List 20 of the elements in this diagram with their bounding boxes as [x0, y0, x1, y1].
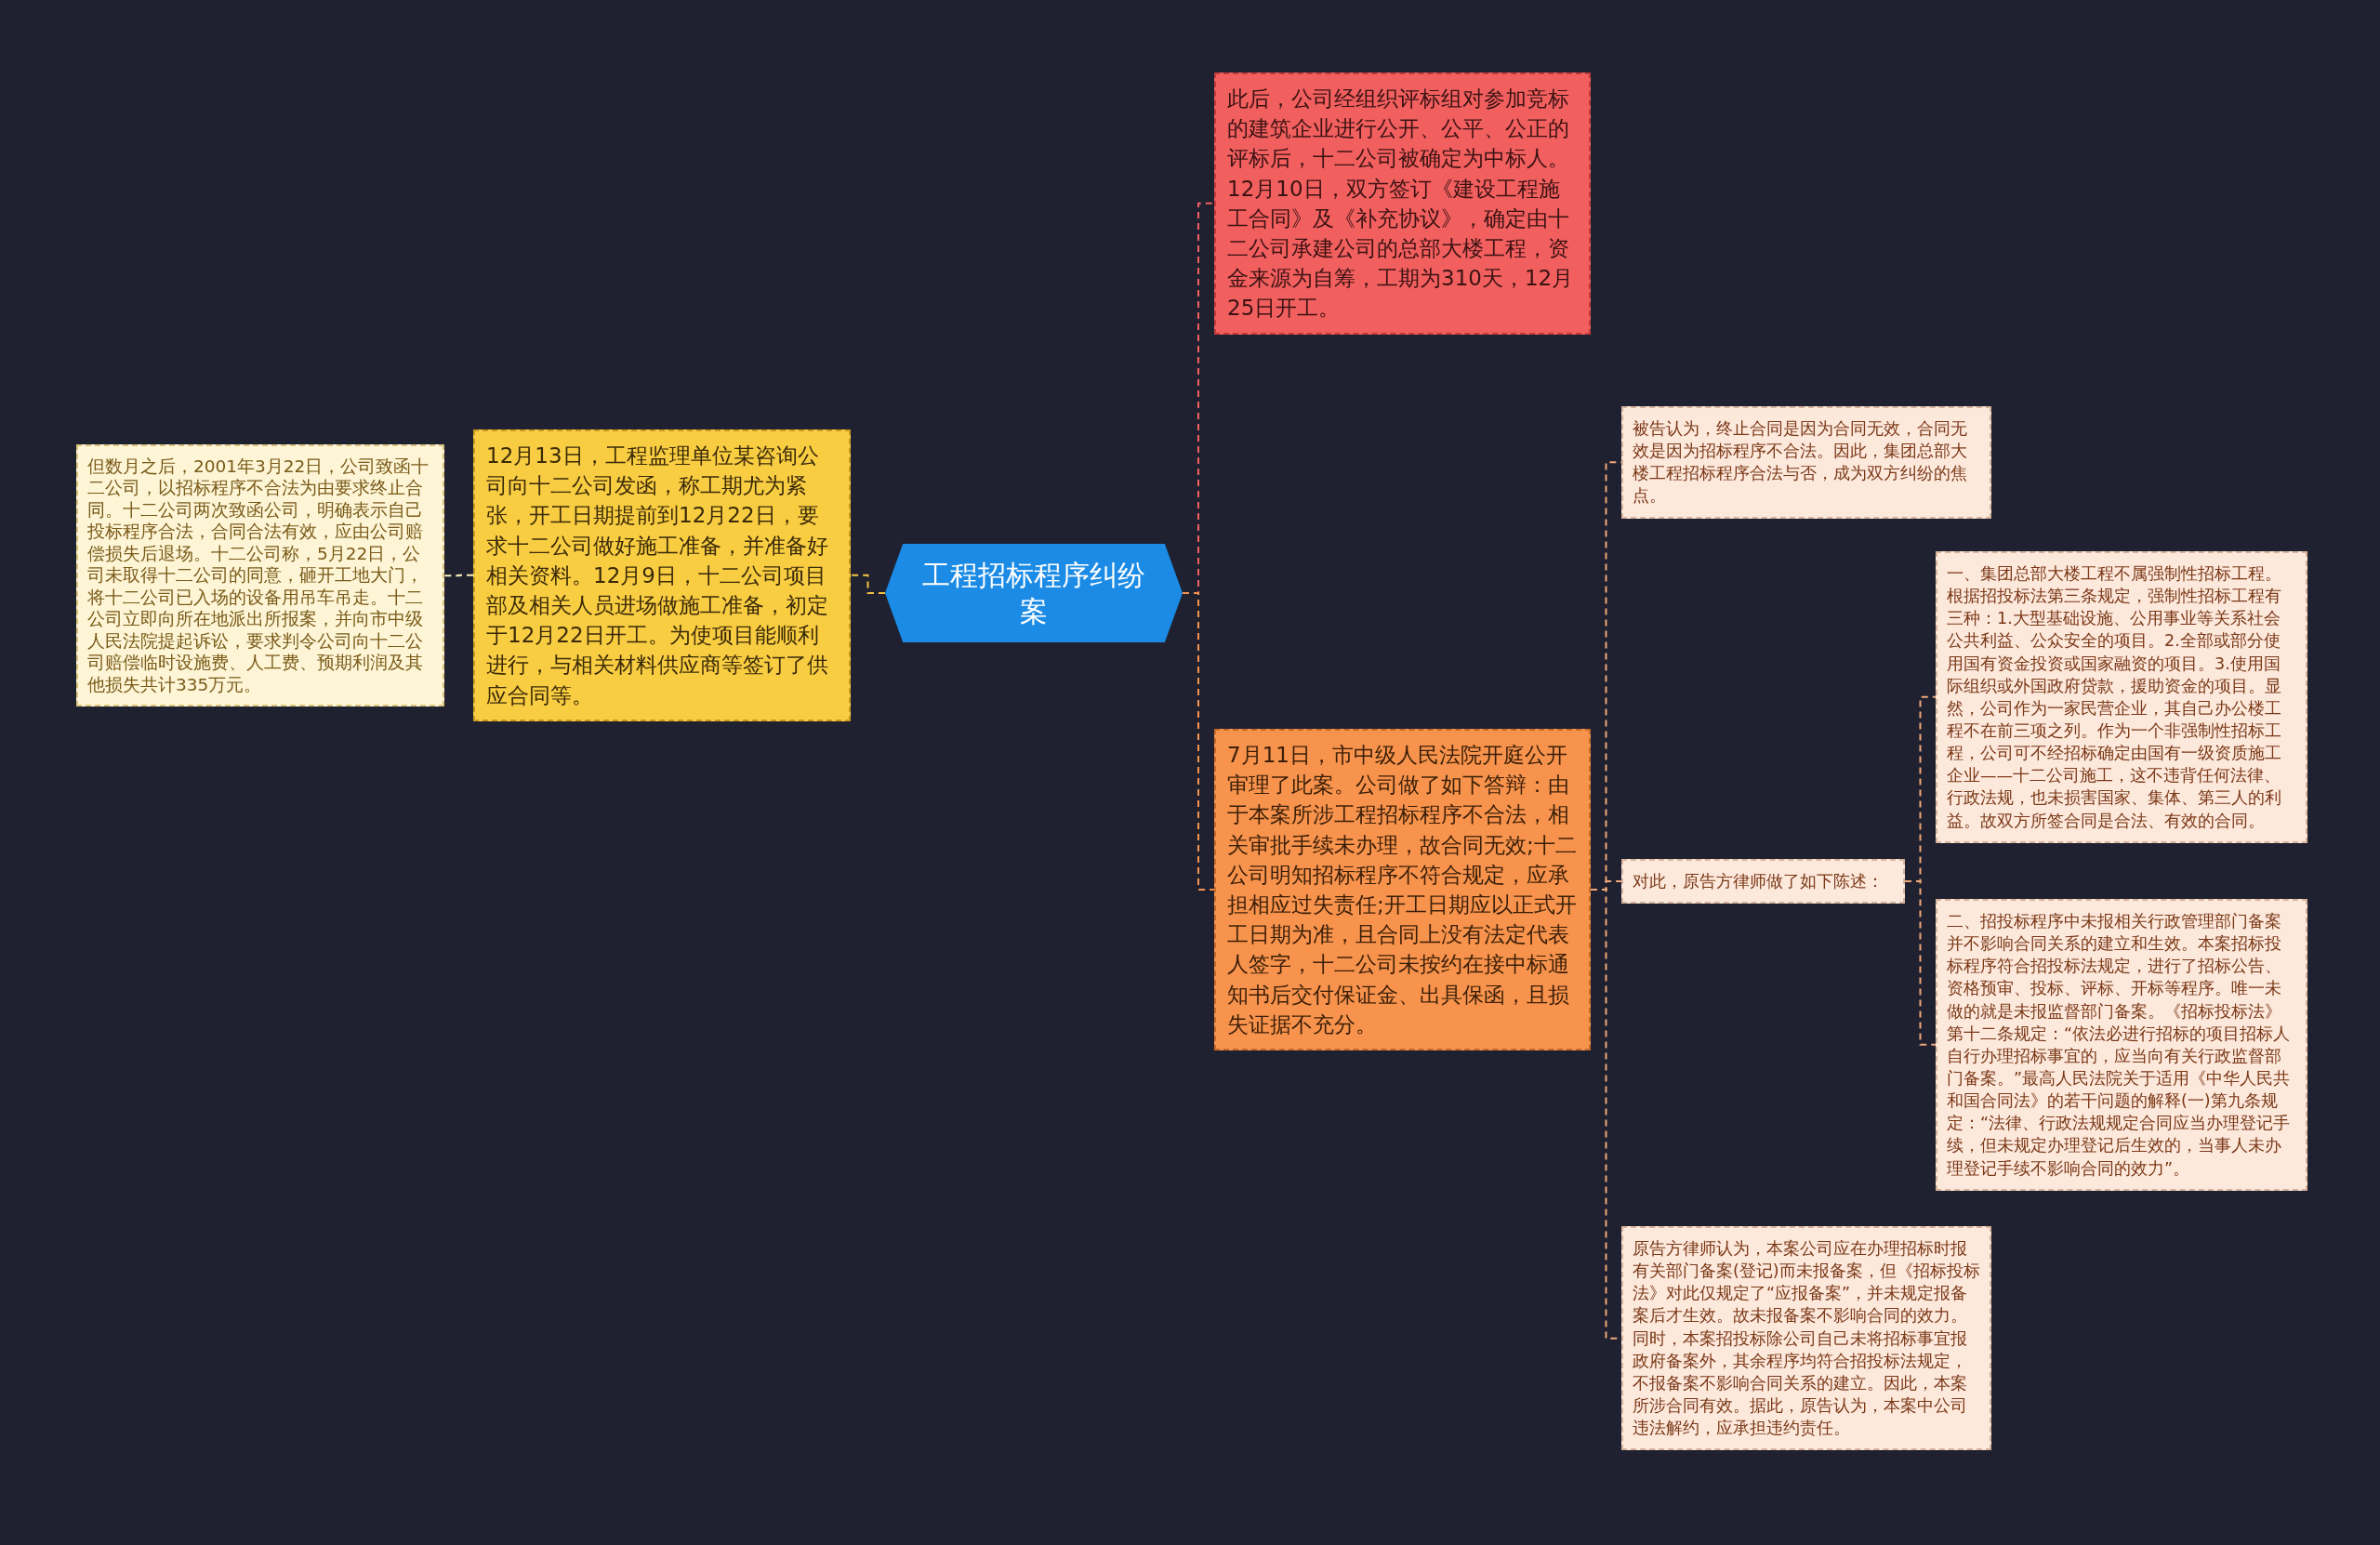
note-text: 对此，原告方律师做了如下陈述：	[1633, 871, 1884, 892]
connector-line	[850, 574, 886, 594]
note-card	[1214, 73, 1591, 335]
note-text: 被告认为，终止合同是因为合同无效，合同无效是因为招标程序不合法。因此，集团总部大楼工程招标程序合法与否，成为双方纠纷的焦点。	[1633, 418, 1968, 508]
connector-line	[1182, 592, 1215, 891]
topic-title: 工程招标程序纠纷案	[921, 558, 1146, 629]
note-card	[1621, 406, 1991, 519]
note-text: 7月11日，市中级人民法院开庭公开审理了此案。公司做了如下答辩：由于本案所涉工程招标程序不合法，相关审批手续未办理，故合同无效;十二公司明知招标程序不符合规定，应承担相应过失责任;开工日期应以正式开工日期为准，且合同上没有法定代表人签字，十二公司未按约在接中标通知书后交付保证金、出具保函，且损失证据不充分。	[1227, 742, 1578, 1038]
note-text: 但数月之后，2001年3月22日，公司致函十二公司，以招标程序不合法为由要求终止合同。十二公司两次致函公司，明确表示自己投标程序合法，合同合法有效，应由公司赔偿损失后退场。十二公司称，5月22日，公司未取得十二公司的同意，砸开工地大门，将十二公司已入场的设备用吊车吊走。十二公司立即向所在地派出所报案，并向市中级人民法院提起诉讼，要求判令公司向十二公司赔偿临时设施费、人工费、预期利润及其他损失共计335万元。	[87, 456, 430, 696]
note-card	[1936, 551, 2307, 843]
note-card	[1621, 1226, 1991, 1451]
connector-line	[1904, 880, 1937, 1046]
note-text: 二、招投标程序中未报相关行政管理部门备案并不影响合同关系的建立和生效。本案招标投标程序符合招投标法规定，进行了招标公告、资格预审、投标、评标、开标等程序。唯一未做的就是未报监督部门备案。《招标投标法》第十二条规定：“依法必进行招标的项目招标人自行办理招标事宜的，应当向有关行政监督部门备案。”最高人民法院关于适用《中华人民共和国合同法》的若干问题的解释(一)第九条规定：“法律、行政法规规定合同应当办理登记手续，但未规定办理登记后生效的，当事人未办理登记手续不影响合同的效力”。	[1947, 911, 2292, 1180]
note-card	[473, 429, 851, 721]
note-text: 原告方律师认为，本案公司应在办理招标时报有关部门备案(登记)而未报备案，但《招标投标法》对此仅规定了“应报备案”，并未规定报备案后才生效。故未报备案不影响合同的效力。同时，本案招投标除公司自己未将招标事宜报政府备案外，其余程序均符合招投标法规定，不报备案不影响合同关系的建立。因此，本案所涉合同有效。据此，原告认为，本案中公司违法解约，应承担违约责任。	[1633, 1238, 1980, 1440]
note-text: 12月13日，工程监理单位某咨询公司向十二公司发函，称工期尤为紧张，开工日期提前到12月22日，要求十二公司做好施工准备，并准备好相关资料。12月9日，十二公司项目部及相关人员进场做施工准备，初定于12月22日开工。为使项目能顺利进行，与相关材料供应商等签订了供应合同等。	[486, 442, 829, 709]
note-text: 一、集团总部大楼工程不属强制性招标工程。根据招投标法第三条规定，强制性招标工程有三种：1.大型基础设施、公用事业等关系社会公共利益、公众安全的项目。2.全部或部分使用国有资金投资或国家融资的项目。3.使用国际组织或外国政府贷款，援助资金的项目。显然，公司作为一家民营企业，其自己办公楼工程不在前三项之列。作为一个非强制性招标工程，公司可不经招标确定由国有一级资质施工企业——十二公司施工，这不违背任何法律、行政法规，也未损害国家、集体、第三人的利益。故双方所签合同是合法、有效的合同。	[1947, 563, 2282, 832]
note-card	[1621, 859, 1905, 905]
connector-line	[443, 574, 474, 577]
note-text: 此后，公司经组织评标组对参加竞标的建筑企业进行公开、公平、公正的评标后，十二公司被确定为中标人。12月10日，双方签订《建设工程施工合同》及《补充协议》，确定由十二公司承建公司的总部大楼工程，资金来源为自筹，工期为310天，12月25日开工。	[1227, 86, 1575, 323]
